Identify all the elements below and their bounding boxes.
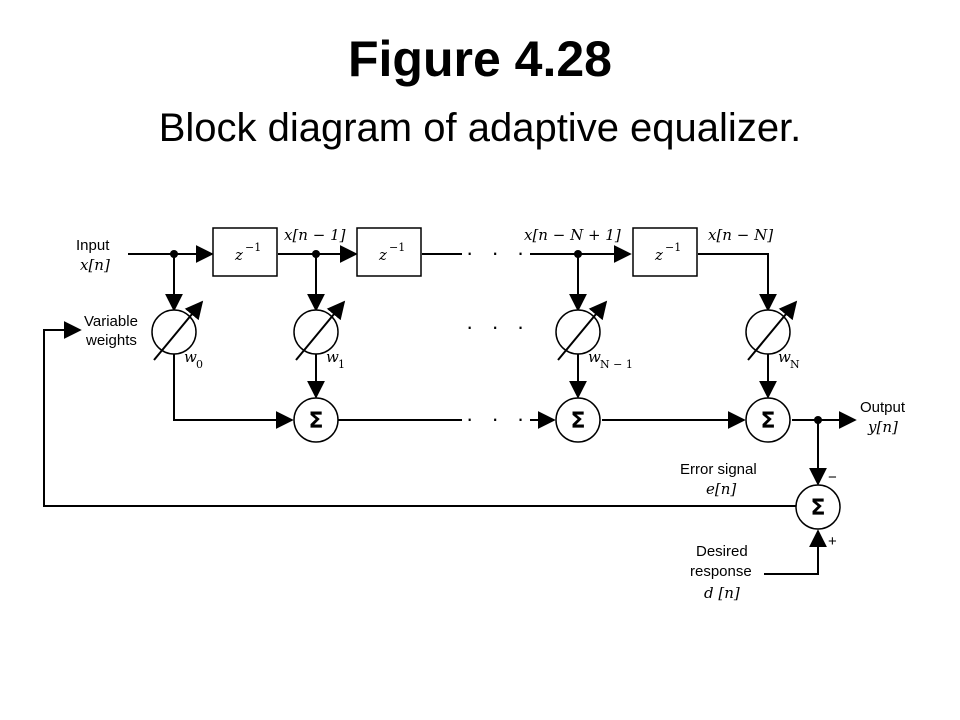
delay-block-2: z −1 <box>356 227 422 277</box>
error-summer: Σ <box>795 484 841 530</box>
plus-sign: + <box>828 533 837 550</box>
sum-symbol: Σ <box>760 409 775 434</box>
weight-symbol: w <box>778 348 791 366</box>
desired-signal-label: d [n] <box>704 584 740 602</box>
tap-label-n: x[n − N] <box>708 226 773 244</box>
weight-subscript: N − 1 <box>600 358 633 371</box>
delay-exponent: −1 <box>665 241 681 254</box>
summer-n-1: Σ <box>555 397 601 443</box>
input-signal-label: x[n] <box>80 256 110 274</box>
weight-label-0: w 0 <box>184 348 203 371</box>
page-title: Figure 4.28 <box>348 31 612 87</box>
tap-label-1: x[n − 1] <box>284 226 346 244</box>
desired-label-line1: Desired <box>696 543 748 560</box>
weights-label-line1: Variable <box>84 313 138 330</box>
weight-symbol: w <box>326 348 339 366</box>
delay-label: z <box>654 246 663 264</box>
desired-response-wire <box>764 529 827 575</box>
error-feedback-wire <box>43 321 796 507</box>
ellipsis-delay: · · · <box>466 240 530 265</box>
weight-subscript: N <box>790 358 800 371</box>
weight-subscript: 0 <box>196 358 203 371</box>
page-subtitle: Block diagram of adaptive equalizer. <box>158 106 802 150</box>
output-label: Output <box>860 399 906 416</box>
sum-symbol: Σ <box>570 409 585 434</box>
output-signal-label: y[n] <box>867 418 898 436</box>
delay-label: z <box>378 246 387 264</box>
error-signal-label: e[n] <box>706 480 736 498</box>
weights-label-line2: weights <box>85 332 137 349</box>
weight-0 <box>151 300 204 361</box>
weight-label-1: w 1 <box>326 348 345 371</box>
weight0-to-sum-wire <box>173 354 294 429</box>
ellipsis-weights: · · · <box>466 314 530 339</box>
delayN-out-wire <box>698 253 777 312</box>
input-label: Input <box>76 237 110 254</box>
weight-label-n-1: w N − 1 <box>588 348 633 371</box>
summer-n: Σ <box>745 397 791 443</box>
minus-sign: − <box>828 469 837 486</box>
tap-label-n-1: x[n − N + 1] <box>524 226 621 244</box>
weight-symbol: w <box>184 348 197 366</box>
desired-label-line2: response <box>690 563 752 580</box>
weight-subscript: 1 <box>338 358 345 371</box>
sum-symbol: Σ <box>810 496 825 521</box>
summer-1: Σ <box>293 397 339 443</box>
delay-block-n: z −1 <box>632 227 698 277</box>
delay-exponent: −1 <box>245 241 261 254</box>
delay-exponent: −1 <box>389 241 405 254</box>
weight-label-n: w N <box>778 348 800 371</box>
delay-label: z <box>234 246 243 264</box>
delay-block-1: z −1 <box>212 227 278 277</box>
weight-n-1 <box>555 300 608 361</box>
sum-symbol: Σ <box>308 409 323 434</box>
error-label: Error signal <box>680 461 757 478</box>
ellipsis-sum: · · · <box>466 406 530 431</box>
weight-symbol: w <box>588 348 601 366</box>
